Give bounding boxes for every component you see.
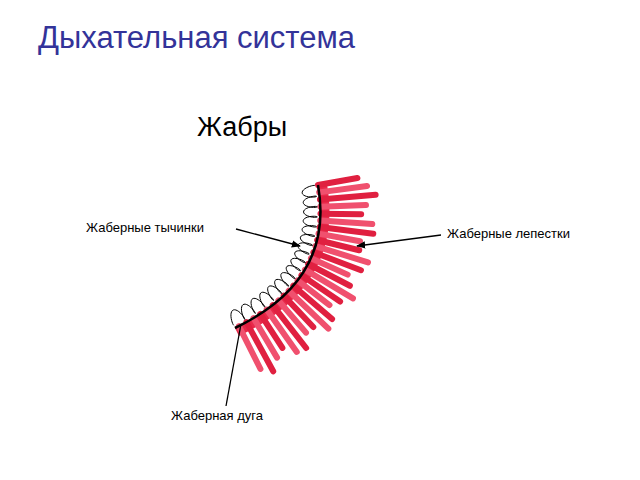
gill-filament xyxy=(320,220,372,224)
gill-filament xyxy=(318,178,357,185)
gill-filament xyxy=(320,195,376,200)
leader-line xyxy=(236,229,300,246)
part-label: Жаберные тычинки xyxy=(85,220,205,235)
gill-arch xyxy=(235,185,320,328)
gill-filament xyxy=(319,234,360,242)
slide-title: Дыхательная система xyxy=(38,20,355,56)
gill-filament xyxy=(320,205,366,207)
gill-filament xyxy=(320,211,361,218)
subtitle: Жабры xyxy=(197,112,287,143)
gill-filaments xyxy=(237,178,376,371)
leader-line xyxy=(357,235,441,246)
part-label: Жаберные лепестки xyxy=(446,226,571,241)
gill-filament xyxy=(320,227,374,234)
part-label: Жаберная дуга xyxy=(170,408,264,423)
gill-filament xyxy=(319,186,367,192)
leader-line xyxy=(226,324,241,406)
